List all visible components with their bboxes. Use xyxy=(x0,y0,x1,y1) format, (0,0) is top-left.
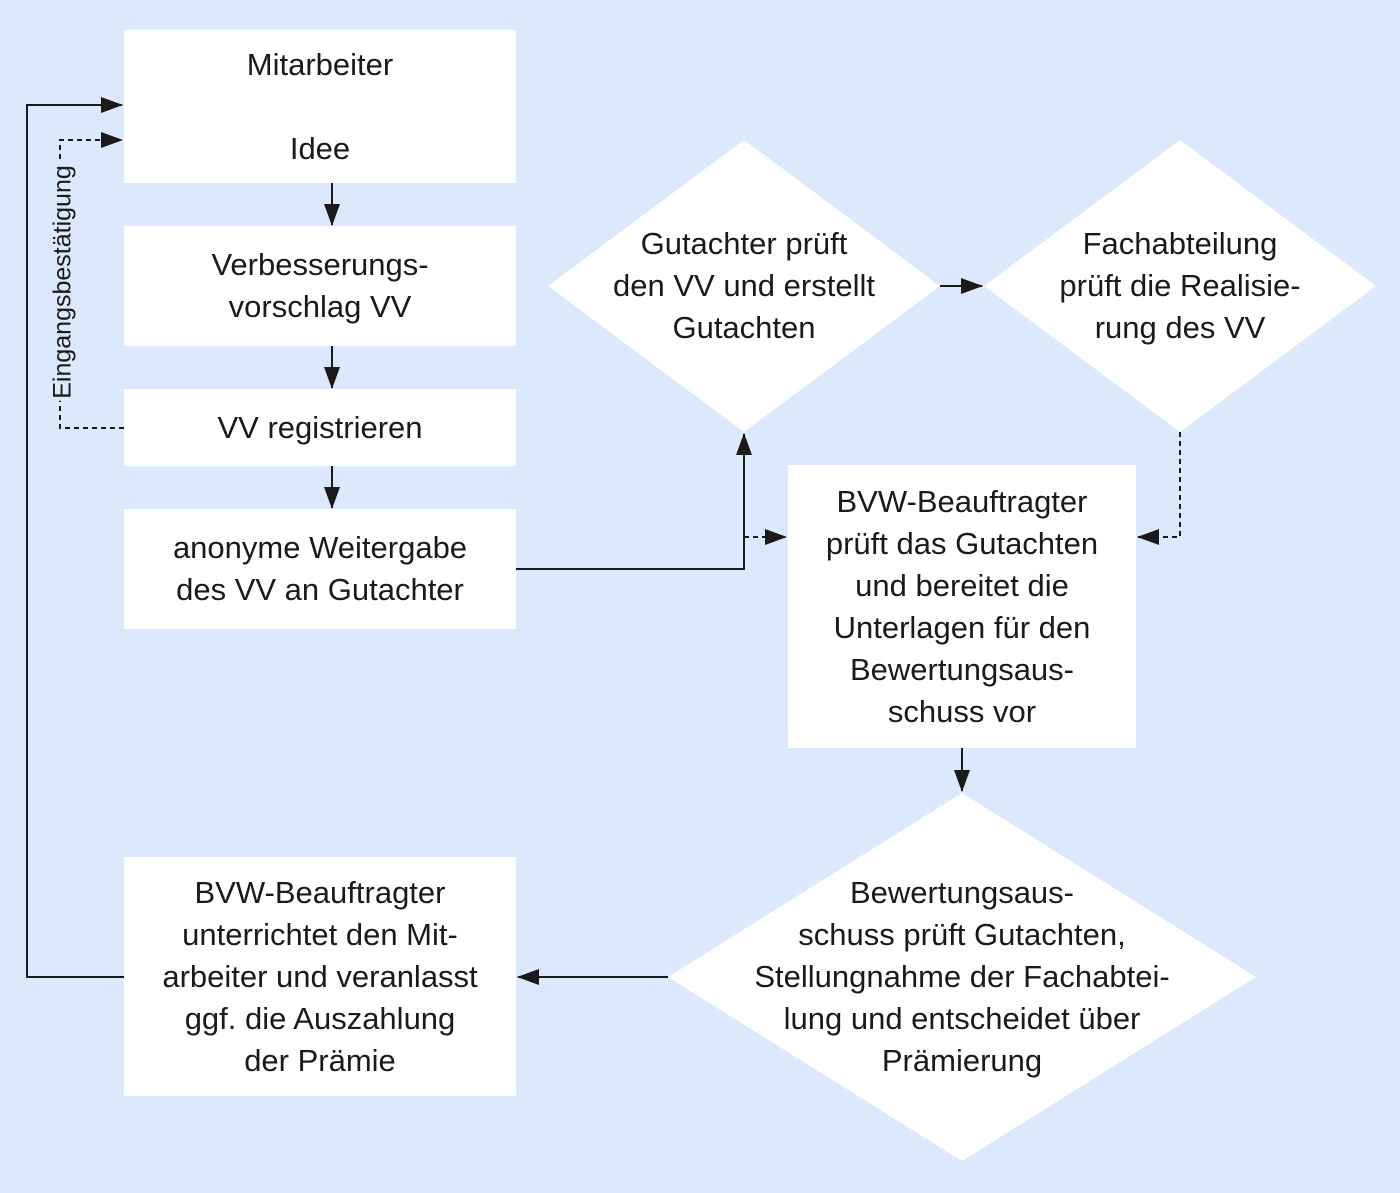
node-mitarbeiter: Mitarbeiter xyxy=(246,47,394,82)
box-mitarbeiter-idee: Mitarbeiter Idee xyxy=(124,30,516,183)
node-fachabteilung: Fachabteilung prüft die Realisie- rung d… xyxy=(1059,226,1301,345)
arrow-dashed-fachabteilung-beauftragter xyxy=(1137,432,1181,545)
node-verbesserungsvorschlag: Verbesserungs- vorschlag VV xyxy=(211,247,429,324)
node-beauftragter-prueft: BVW-Beauftragter prüft das Gutachten und… xyxy=(825,483,1099,729)
node-gutachter: Gutachter prüft den VV und erstellt Guta… xyxy=(613,226,875,345)
node-idee: Idee xyxy=(289,131,351,166)
text-fachabteilung: Fachabteilung prüft die Realisie- rung d… xyxy=(1020,200,1340,372)
arrow-weitergabe-gutachter xyxy=(516,433,752,570)
box-verbesserungsvorschlag: Verbesserungs- vorschlag VV xyxy=(124,226,516,346)
diamond-gutachter xyxy=(548,140,940,432)
box-beauftragter-unterrichtet: BVW-Beauftragter unterrichtet den Mit- a… xyxy=(124,857,516,1096)
diamond-fachabteilung xyxy=(984,140,1376,432)
node-bewertungsausschuss: Bewertungsaus- schuss prüft Gutachten, S… xyxy=(754,875,1170,1078)
node-weitergabe: anonyme Weitergabe des VV an Gutachter xyxy=(172,530,468,607)
text-gutachter: Gutachter prüft den VV und erstellt Guta… xyxy=(584,200,904,372)
diamond-bewertungsausschuss xyxy=(668,793,1256,1161)
label-eingangsbestaetigung: Eingangsbestätigung xyxy=(48,163,78,401)
node-beauftragter-unterrichtet: BVW-Beauftragter unterrichtet den Mit- a… xyxy=(162,874,478,1078)
box-weitergabe: anonyme Weitergabe des VV an Gutachter xyxy=(124,509,516,629)
arrow-feedback-loop xyxy=(26,97,124,978)
node-registrieren: VV registrieren xyxy=(217,409,423,445)
box-registrieren: VV registrieren xyxy=(124,389,516,466)
box-beauftragter-prueft: BVW-Beauftragter prüft das Gutachten und… xyxy=(788,465,1136,748)
text-bewertungsausschuss: Bewertungsaus- schuss prüft Gutachten, S… xyxy=(712,870,1212,1084)
